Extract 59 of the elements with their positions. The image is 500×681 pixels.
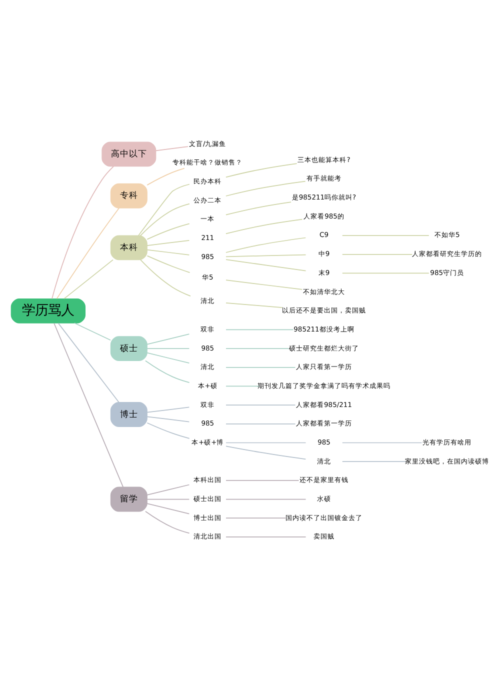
connector xyxy=(138,184,190,236)
connector xyxy=(226,536,306,538)
connector xyxy=(226,423,296,424)
connector xyxy=(146,249,190,256)
node-box: 本科 xyxy=(110,235,148,260)
connector xyxy=(146,334,190,345)
node-box: 硕士 xyxy=(110,336,148,362)
connector xyxy=(74,322,111,341)
connector xyxy=(226,280,302,290)
connector xyxy=(342,461,406,462)
connector xyxy=(226,498,306,500)
connector xyxy=(146,484,190,496)
connector xyxy=(146,168,185,186)
connector xyxy=(52,166,114,300)
connector xyxy=(226,442,306,444)
connector xyxy=(226,480,300,481)
connector xyxy=(226,254,306,258)
connector xyxy=(156,146,188,152)
connector xyxy=(342,442,422,444)
connector xyxy=(145,510,190,534)
connector xyxy=(146,223,190,240)
connector xyxy=(146,406,190,413)
connector xyxy=(226,386,260,387)
node-box: 博士 xyxy=(110,402,148,427)
connector xyxy=(146,240,190,246)
connector xyxy=(146,255,190,273)
connector xyxy=(226,302,283,308)
connector xyxy=(58,322,120,403)
node-box: 学历骂人 xyxy=(10,298,86,324)
connector xyxy=(226,446,306,460)
connector xyxy=(226,163,298,178)
node-box: 专科 xyxy=(110,183,148,208)
connector xyxy=(140,203,190,236)
connector xyxy=(342,254,413,255)
connector xyxy=(64,259,114,300)
connector xyxy=(342,272,430,274)
connector xyxy=(226,329,294,330)
connector xyxy=(226,366,296,368)
connector xyxy=(226,237,306,253)
connector xyxy=(226,180,306,196)
connector xyxy=(146,498,190,500)
connector xyxy=(226,348,290,349)
connector xyxy=(146,422,190,439)
connector xyxy=(226,518,286,519)
connector xyxy=(56,208,120,300)
connector xyxy=(54,322,124,488)
node-box: 高中以下 xyxy=(102,142,156,167)
connector xyxy=(226,404,296,406)
node-box: 留学 xyxy=(110,486,148,512)
connector xyxy=(145,360,190,383)
connector xyxy=(342,235,430,236)
connector xyxy=(226,218,303,234)
connector xyxy=(226,259,306,272)
connector xyxy=(140,259,191,296)
connector xyxy=(226,202,292,216)
connector xyxy=(146,348,190,349)
connector xyxy=(146,352,190,364)
connector xyxy=(146,503,190,514)
connector xyxy=(146,416,190,422)
